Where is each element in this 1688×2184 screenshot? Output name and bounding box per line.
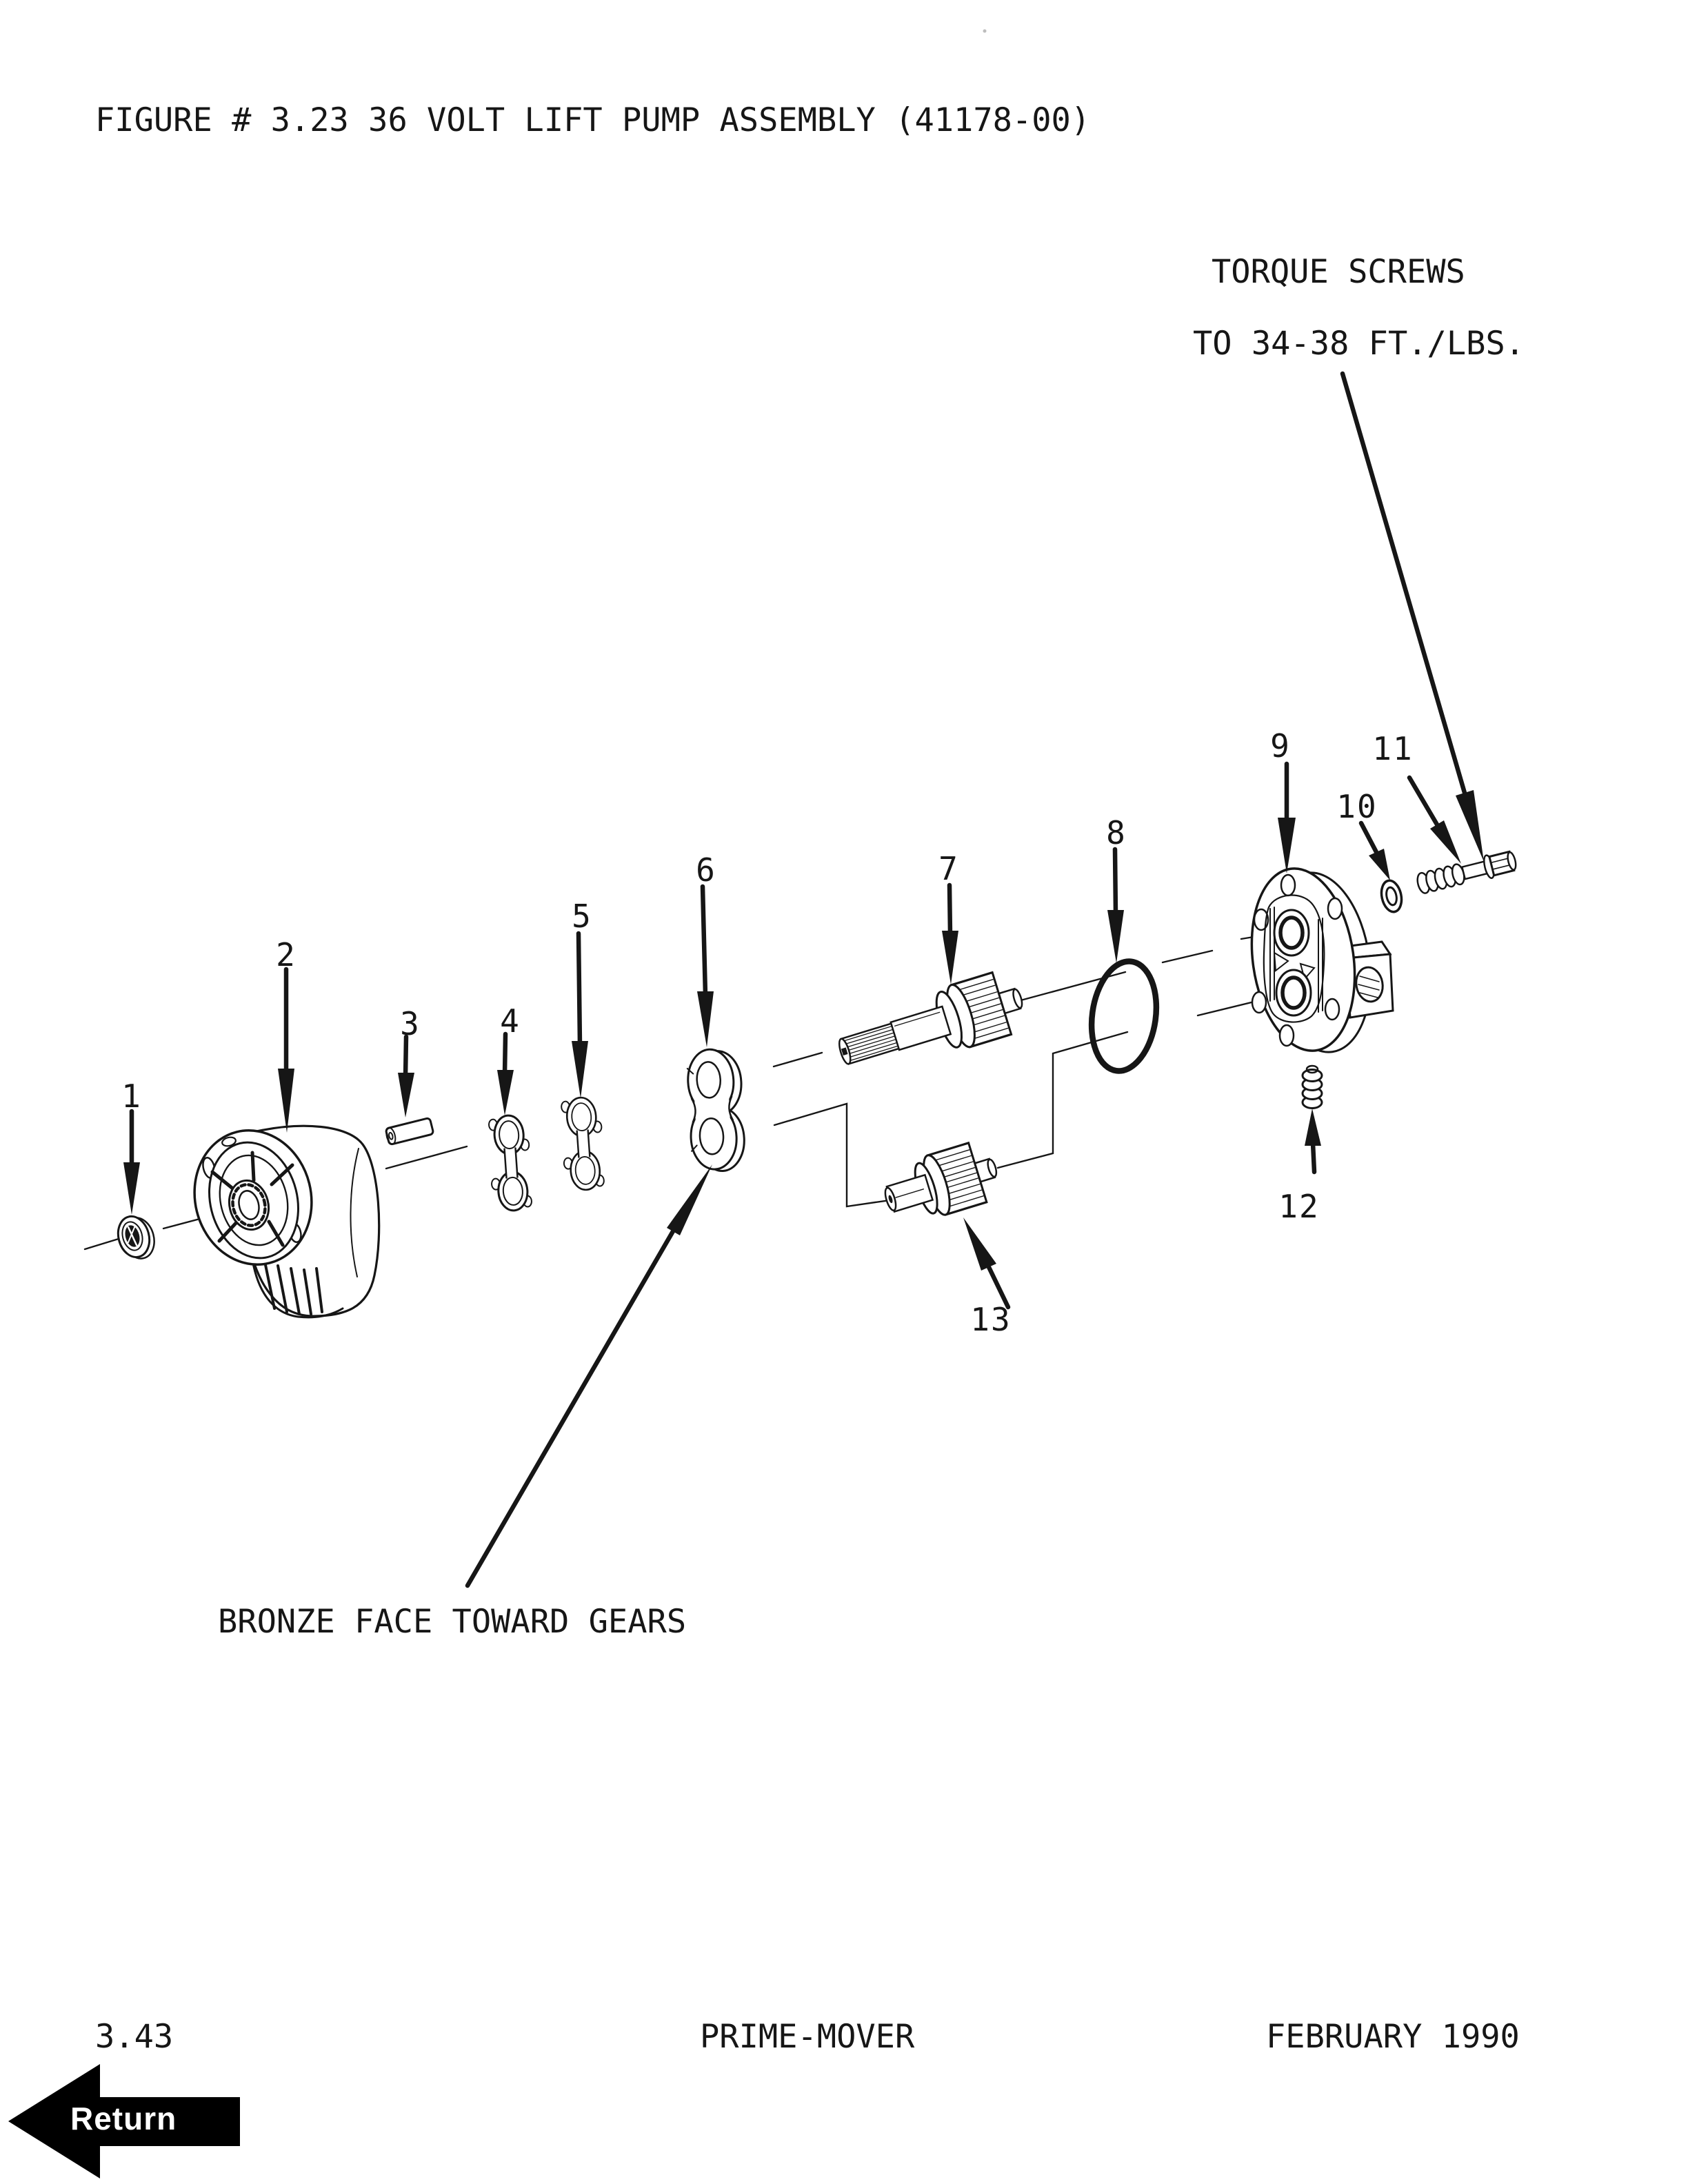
callout-4: 4 bbox=[500, 1002, 521, 1040]
footer-center: PRIME-MOVER bbox=[700, 2018, 915, 2056]
bronze-face-note: BRONZE FACE TOWARD GEARS bbox=[218, 1603, 687, 1641]
part-10-drawing bbox=[1380, 879, 1403, 913]
return-button[interactable]: Return bbox=[4, 2059, 252, 2184]
callout-11: 11 bbox=[1372, 730, 1414, 767]
torque-note-line1: TORQUE SCREWS bbox=[1212, 253, 1465, 291]
callout-1: 1 bbox=[121, 1078, 142, 1115]
return-arrow-icon bbox=[8, 2064, 240, 2178]
callout-10: 10 bbox=[1336, 788, 1378, 825]
part-9-drawing bbox=[1250, 867, 1394, 1053]
part-12-drawing bbox=[1301, 1064, 1323, 1109]
torque-note-line2: TO 34-38 FT./LBS. bbox=[1193, 325, 1525, 363]
part-7-drawing bbox=[838, 971, 1023, 1065]
figure-title: FIGURE # 3.23 36 VOLT LIFT PUMP ASSEMBLY… bbox=[95, 101, 1091, 139]
callout-12: 12 bbox=[1278, 1188, 1320, 1225]
callout-6: 6 bbox=[696, 851, 716, 889]
callout-5: 5 bbox=[572, 898, 592, 935]
footer-date: FEBRUARY 1990 bbox=[1266, 2018, 1520, 2056]
part-6-drawing bbox=[686, 1048, 745, 1172]
part-13-drawing bbox=[884, 1141, 998, 1216]
callout-13: 13 bbox=[970, 1301, 1012, 1338]
callout-3: 3 bbox=[400, 1005, 421, 1042]
part-8-drawing bbox=[1088, 958, 1160, 1074]
part-5-drawing bbox=[561, 1096, 605, 1191]
footer-page-number: 3.43 bbox=[95, 2018, 174, 2056]
part-11-drawing bbox=[1416, 850, 1517, 894]
part-2-drawing bbox=[193, 1124, 381, 1319]
part-4-drawing bbox=[488, 1114, 532, 1212]
callout-arrowheads bbox=[123, 790, 1484, 1271]
return-button-label: Return bbox=[70, 2101, 177, 2136]
callout-arrows bbox=[129, 371, 1467, 1588]
callout-7: 7 bbox=[938, 850, 959, 887]
scan-speck bbox=[983, 29, 987, 33]
callout-8: 8 bbox=[1106, 814, 1127, 851]
part-1-drawing bbox=[117, 1215, 155, 1260]
part-3-drawing bbox=[385, 1117, 434, 1146]
callout-9: 9 bbox=[1270, 727, 1291, 765]
callout-2: 2 bbox=[276, 936, 297, 973]
